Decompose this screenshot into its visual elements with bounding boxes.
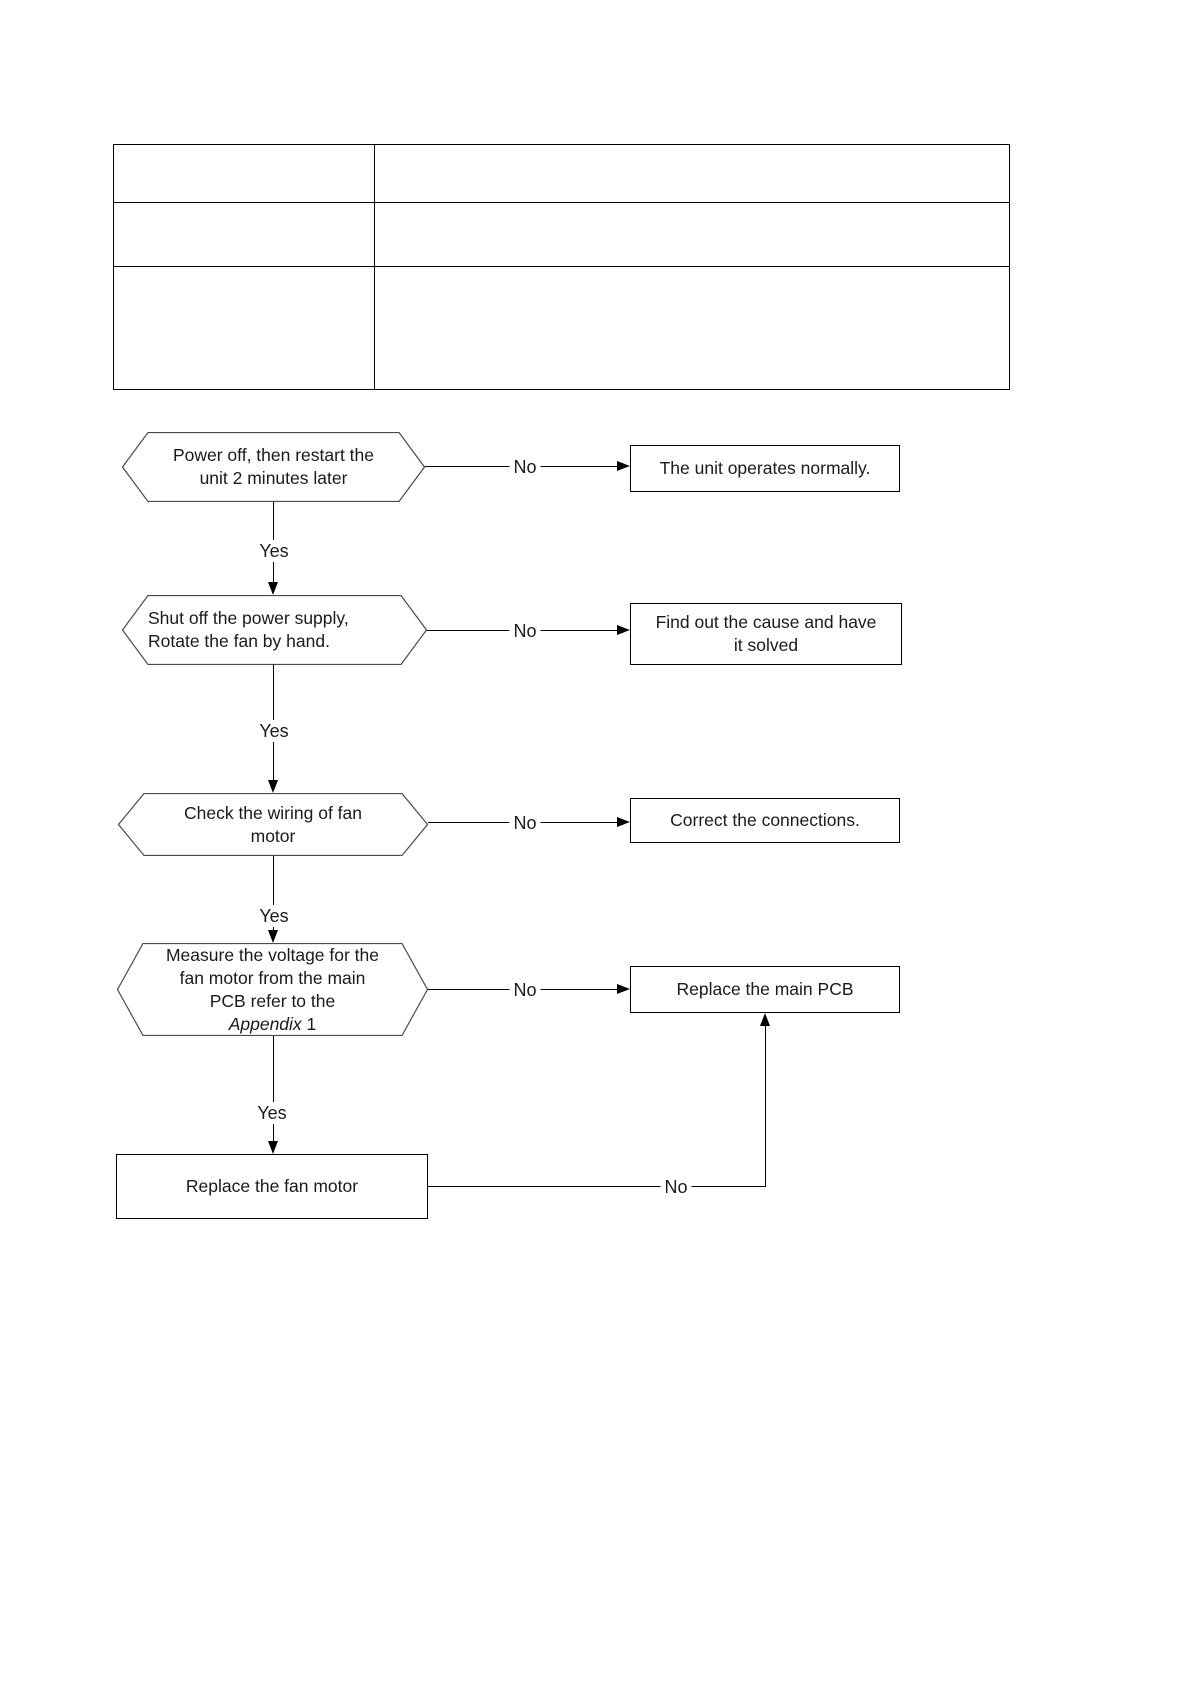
decision-line: Measure the voltage for the xyxy=(165,944,380,965)
arrowhead-right xyxy=(617,984,630,994)
action-line: Replace the fan motor xyxy=(185,1176,359,1196)
arrowhead-down xyxy=(268,582,278,595)
result-find-cause: Find out the cause and have it solved xyxy=(630,603,902,665)
decision-line: unit 2 minutes later xyxy=(199,468,348,488)
decision-measure-voltage: Measure the voltage for the fan motor fr… xyxy=(117,943,428,1036)
table-cell xyxy=(374,202,1010,267)
connector-yes-4 xyxy=(273,1036,274,1142)
decision-line: Rotate the fan by hand. xyxy=(148,631,330,651)
hexagon-shape xyxy=(117,943,428,1036)
table-cell xyxy=(113,266,375,390)
connector-no-5-vertical xyxy=(765,1024,766,1186)
label-yes: Yes xyxy=(253,1102,291,1124)
table-cell xyxy=(113,202,375,267)
decision-line: fan motor from the main xyxy=(179,967,366,988)
result-line: Replace the main PCB xyxy=(676,979,854,999)
decision-rotate-fan: Shut off the power supply, Rotate the fa… xyxy=(122,595,427,665)
label-no: No xyxy=(509,812,541,834)
hexagon-shape xyxy=(122,432,425,502)
label-no: No xyxy=(660,1176,692,1198)
arrowhead-right xyxy=(617,817,630,827)
arrowhead-down xyxy=(268,1141,278,1154)
decision-line: Power off, then restart the xyxy=(172,445,375,465)
decision-line: Shut off the power supply, xyxy=(148,608,349,628)
label-no: No xyxy=(509,456,541,478)
connector-no-5-horizontal xyxy=(428,1186,766,1187)
label-yes: Yes xyxy=(255,720,293,742)
table-cell xyxy=(374,144,1010,203)
hexagon-shape xyxy=(122,595,427,665)
result-operates-normally: The unit operates normally. xyxy=(630,445,900,492)
table-cell xyxy=(113,144,375,203)
result-line: it solved xyxy=(733,635,799,655)
action-replace-fan-motor: Replace the fan motor xyxy=(116,1154,428,1219)
table-cell xyxy=(374,266,1010,390)
result-line: Correct the connections. xyxy=(670,810,860,830)
label-yes: Yes xyxy=(255,905,293,927)
arrowhead-down xyxy=(268,930,278,943)
arrowhead-up xyxy=(760,1013,770,1026)
appendix-number: 1 xyxy=(301,1013,317,1034)
info-table xyxy=(113,144,1010,390)
arrowhead-right xyxy=(617,461,630,471)
result-correct-connections: Correct the connections. xyxy=(630,798,900,843)
label-yes: Yes xyxy=(255,540,293,562)
decision-power-restart: Power off, then restart the unit 2 minut… xyxy=(122,432,425,502)
decision-line: Check the wiring of fan xyxy=(183,802,362,823)
arrowhead-down xyxy=(268,780,278,793)
arrowhead-right xyxy=(617,625,630,635)
decision-line: PCB refer to the xyxy=(209,990,336,1011)
label-no: No xyxy=(509,979,541,1001)
decision-check-wiring: Check the wiring of fan motor xyxy=(118,793,428,856)
label-no: No xyxy=(509,620,541,642)
result-line: Find out the cause and have xyxy=(655,612,877,632)
decision-line: Appendix 1 xyxy=(117,1013,428,1036)
result-replace-pcb: Replace the main PCB xyxy=(630,966,900,1013)
decision-line: motor xyxy=(250,825,296,846)
appendix-reference: Appendix xyxy=(228,1013,302,1034)
connector-yes-3 xyxy=(273,856,274,931)
hexagon-shape xyxy=(118,793,428,856)
result-line: The unit operates normally. xyxy=(659,458,871,478)
